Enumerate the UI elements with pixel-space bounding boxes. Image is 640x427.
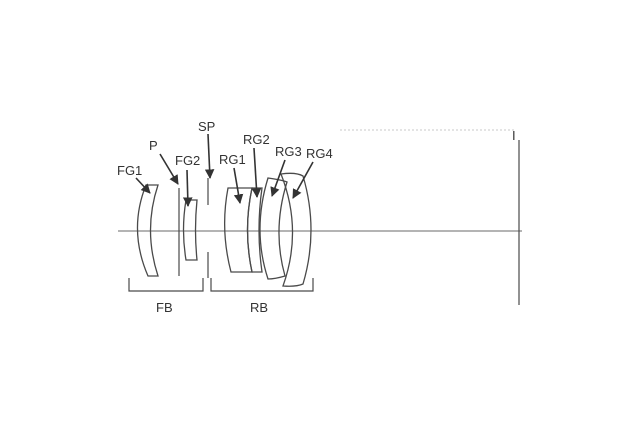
lens-rg3 (259, 177, 288, 280)
label-rb: RB (250, 300, 268, 315)
label-rg2: RG2 (243, 132, 270, 147)
label-fg2: FG2 (175, 153, 200, 168)
lens-rg4 (280, 172, 312, 287)
label-p: P (149, 138, 158, 153)
label-fg1: FG1 (117, 163, 142, 178)
lens-rg2 (246, 187, 263, 273)
arrow-rg2 (251, 147, 262, 198)
label-fb: FB (156, 300, 173, 315)
label-rg4: RG4 (306, 146, 333, 161)
arrow-p (159, 153, 179, 185)
arrow-fg2 (182, 169, 193, 207)
label-rg1: RG1 (219, 152, 246, 167)
bracket-fb (128, 278, 204, 292)
bracket-rb (210, 278, 314, 292)
lens-fg2 (182, 199, 198, 261)
arrow-rg4 (292, 161, 314, 199)
label-sp: SP (198, 119, 215, 134)
label-rg3: RG3 (275, 144, 302, 159)
lens-fg1 (136, 184, 159, 277)
arrow-rg1 (233, 167, 244, 204)
arrow-rg3 (270, 159, 286, 197)
label-image-plane: I (512, 128, 516, 143)
arrow-sp (204, 133, 215, 179)
arrow-fg1 (135, 177, 151, 194)
